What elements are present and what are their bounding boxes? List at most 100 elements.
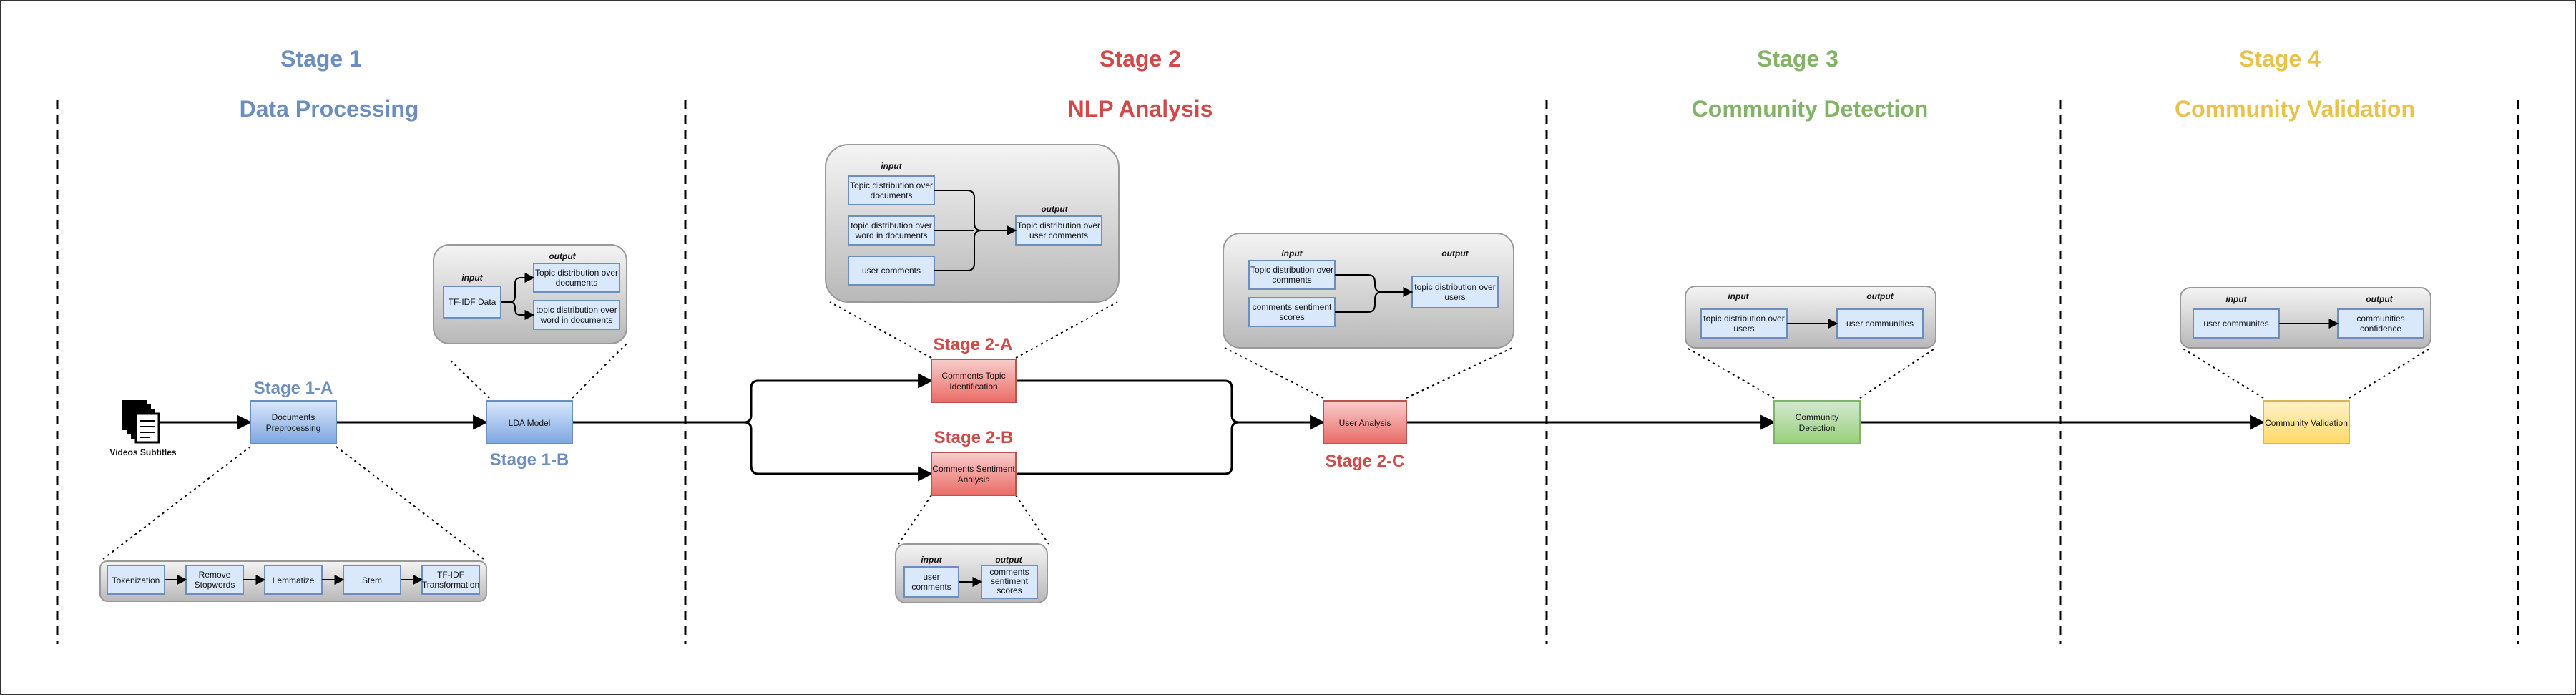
io-line: confidence (2360, 324, 2401, 334)
io-line: user comments (862, 266, 921, 276)
user-comments-input (848, 256, 935, 286)
svg-text:Stem: Stem (362, 575, 382, 585)
io-line: Topic distribution over (1017, 220, 1100, 230)
topic-over-documents-input (848, 175, 935, 205)
io-line: Topic distribution over (535, 268, 618, 278)
topic-over-comments-output (1015, 215, 1102, 246)
stage-1a-label: Stage 1-A (254, 379, 333, 398)
box-line: Documents (272, 412, 315, 422)
input-label: input (881, 161, 902, 171)
documents-stack-icon (122, 400, 160, 444)
svg-text:TF-IDF Data: TF-IDF Data (449, 297, 496, 307)
io-line: comments (1272, 275, 1311, 285)
io-line: Topic distribution over (850, 180, 933, 190)
box-line: Comments Sentiment (932, 464, 1015, 474)
io-line: scores (1279, 312, 1304, 322)
io-line: comments sentiment (1253, 302, 1332, 312)
io-line: TF-IDF Data (449, 297, 496, 307)
comments-topic-identification-box (931, 359, 1017, 403)
io-line: topic distribution over (1414, 282, 1495, 292)
user-communities-output (1836, 308, 1924, 339)
io-line: documents (871, 190, 913, 200)
tokenization-step (107, 565, 165, 595)
stage-2b-label: Stage 2-B (934, 428, 1014, 447)
svg-text:User Analysis: User Analysis (1339, 418, 1391, 428)
step-line: Stem (362, 575, 382, 585)
step-line: Lemmatize (273, 575, 315, 585)
box-line: Analysis (958, 475, 990, 485)
output-label: output (549, 251, 576, 261)
svg-text:user communities: user communities (1846, 319, 1914, 329)
io-line: users (1733, 324, 1754, 334)
io-line: topic distribution over (536, 305, 617, 315)
flow-arrow (572, 373, 934, 424)
callout-lines (99, 301, 2431, 562)
step-line: Remove (199, 570, 231, 580)
community-validation-io-panel: input output user communites communities… (2180, 287, 2431, 349)
io-line: comments (989, 567, 1029, 577)
io-line: topic distribution over (1703, 314, 1784, 324)
stage-1b-label: Stage 1-B (490, 450, 569, 470)
tfidf-data-input (443, 286, 501, 319)
stage-4-number: Stage 4 (2239, 46, 2321, 72)
flow-arrow (1016, 379, 1326, 430)
box-line: Detection (1799, 423, 1836, 433)
sentiment-scores-input (1248, 297, 1336, 327)
io-line: users (1444, 292, 1465, 302)
lda-io-panel: input output TF-IDF Data Topic distribut… (433, 244, 627, 344)
stage-2a-label: Stage 2-A (934, 335, 1013, 354)
source-caption: Videos Subtitles (109, 447, 176, 457)
step-line: Tokenization (112, 575, 160, 585)
flow-arrow (743, 421, 934, 482)
output-label: output (1866, 291, 1894, 301)
output-label: output (1441, 248, 1469, 258)
community-validation-box (2263, 400, 2350, 444)
io-line: user communites (2203, 319, 2268, 329)
flow-connectors (159, 373, 2266, 482)
stage-2c-label: Stage 2-C (1326, 452, 1405, 471)
topic-over-documents-output (533, 263, 620, 293)
svg-text:LDA Model: LDA Model (509, 418, 551, 428)
svg-text:user comments: user comments (862, 266, 921, 276)
svg-text:Tokenization: Tokenization (112, 575, 160, 585)
stage-4-node: Community Validation (2263, 400, 2350, 444)
stage-2c-node: User Analysis Stage 2-C (1323, 400, 1407, 471)
stage-separators (56, 100, 2519, 644)
io-line: user (923, 572, 939, 582)
box-line: Comments Topic (941, 371, 1005, 381)
stage-1-number: Stage 1 (280, 46, 362, 72)
box-line: Community (1796, 412, 1839, 422)
io-line: user communities (1846, 319, 1914, 329)
io-line: word in documents (540, 315, 613, 325)
step-line: Transformation (422, 580, 479, 590)
stage-2-number: Stage 2 (1100, 46, 1181, 72)
topic-over-users-input (1700, 308, 1788, 339)
output-label: output (995, 555, 1022, 565)
io-line: Topic distribution over (1250, 265, 1333, 275)
box-line: User Analysis (1339, 418, 1391, 428)
stage-4-title: Community Validation (2175, 96, 2415, 122)
step-line: Stopwords (195, 580, 235, 590)
input-label: input (1728, 291, 1749, 301)
